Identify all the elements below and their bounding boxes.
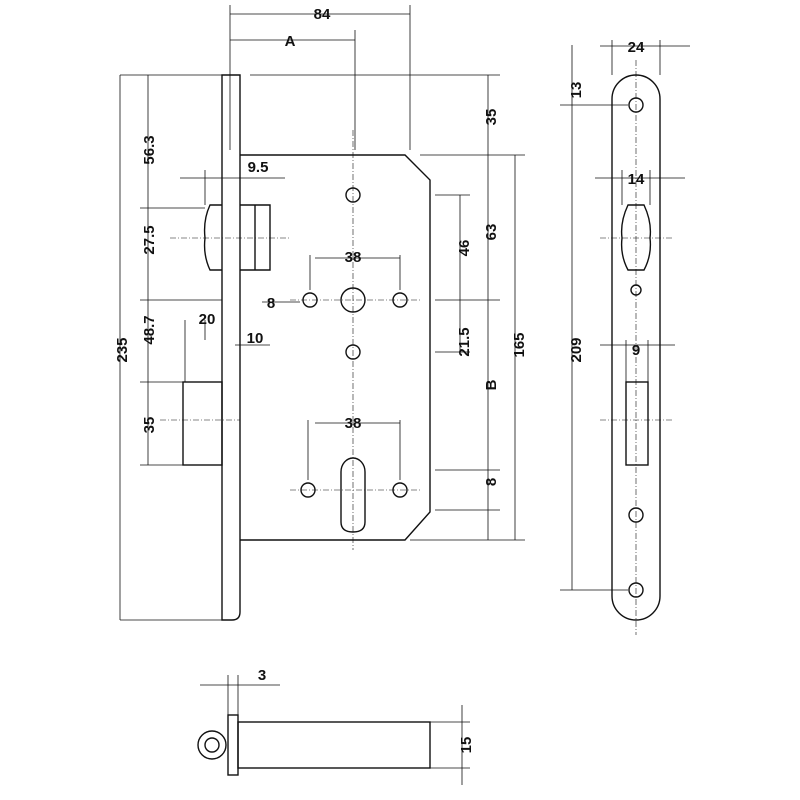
- dimension-label-bolt-height: 35: [141, 417, 158, 434]
- cylinder-hole: [340, 457, 366, 533]
- latch-window: [620, 204, 652, 271]
- dimension-label-bolt-setback: 10: [247, 330, 264, 347]
- dimension-label-plate-top-to-latch: 56.3: [141, 135, 158, 164]
- dimension-label-case-to-follower-offset: 63: [483, 224, 500, 241]
- dimension-label-plate-thickness: 3: [258, 667, 266, 684]
- dimension-label-plate-height: 235: [114, 337, 131, 362]
- dimension-label-faceplate-top-to-hole: 13: [568, 82, 585, 99]
- dimension-label-strike-latch-width: 14: [628, 171, 645, 188]
- dimension-label-bolt-throw: 20: [199, 311, 216, 328]
- dimension-label-distance-center: B: [483, 379, 500, 390]
- dimension-label-faceplate-width: 24: [628, 39, 645, 56]
- dimension-label-bolt-window-width: 9: [632, 342, 640, 359]
- lock-body: [182, 74, 431, 621]
- dimension-label-follower-spacing-top: 38: [345, 249, 362, 266]
- dimension-label-latch-projection: 9.5: [248, 159, 269, 176]
- dimension-label-follower-to-cylinder-hole: 21.5: [456, 327, 473, 356]
- dimension-label-follower-hole-offset: 8: [267, 295, 275, 312]
- bolt-window: [625, 381, 649, 466]
- dimension-label-case-thickness: 15: [458, 737, 475, 754]
- faceplate: [221, 74, 241, 621]
- latch-bolt: [203, 204, 271, 271]
- dimension-label-latch-height: 27.5: [141, 225, 158, 254]
- dimension-label-overall-depth: 84: [314, 6, 331, 23]
- dimension-label-cylinder-hole-offset: 8: [483, 478, 500, 486]
- dimension-label-plate-top-to-case: 35: [483, 109, 500, 126]
- dimension-label-cylinder-screw-spacing: 38: [345, 415, 362, 432]
- dimension-label-latch-to-bolt: 48.7: [141, 315, 158, 344]
- bottom-view: [197, 714, 431, 776]
- dimension-lines: [119, 5, 690, 785]
- dimension-label-case-height: 165: [511, 332, 528, 357]
- dimension-label-case-to-follower: 46: [456, 240, 473, 257]
- lock-case: [240, 154, 431, 541]
- dimension-label-strike-hole-spacing: 209: [568, 337, 585, 362]
- dimension-label-backset: A: [285, 33, 296, 50]
- dead-bolt: [182, 381, 223, 466]
